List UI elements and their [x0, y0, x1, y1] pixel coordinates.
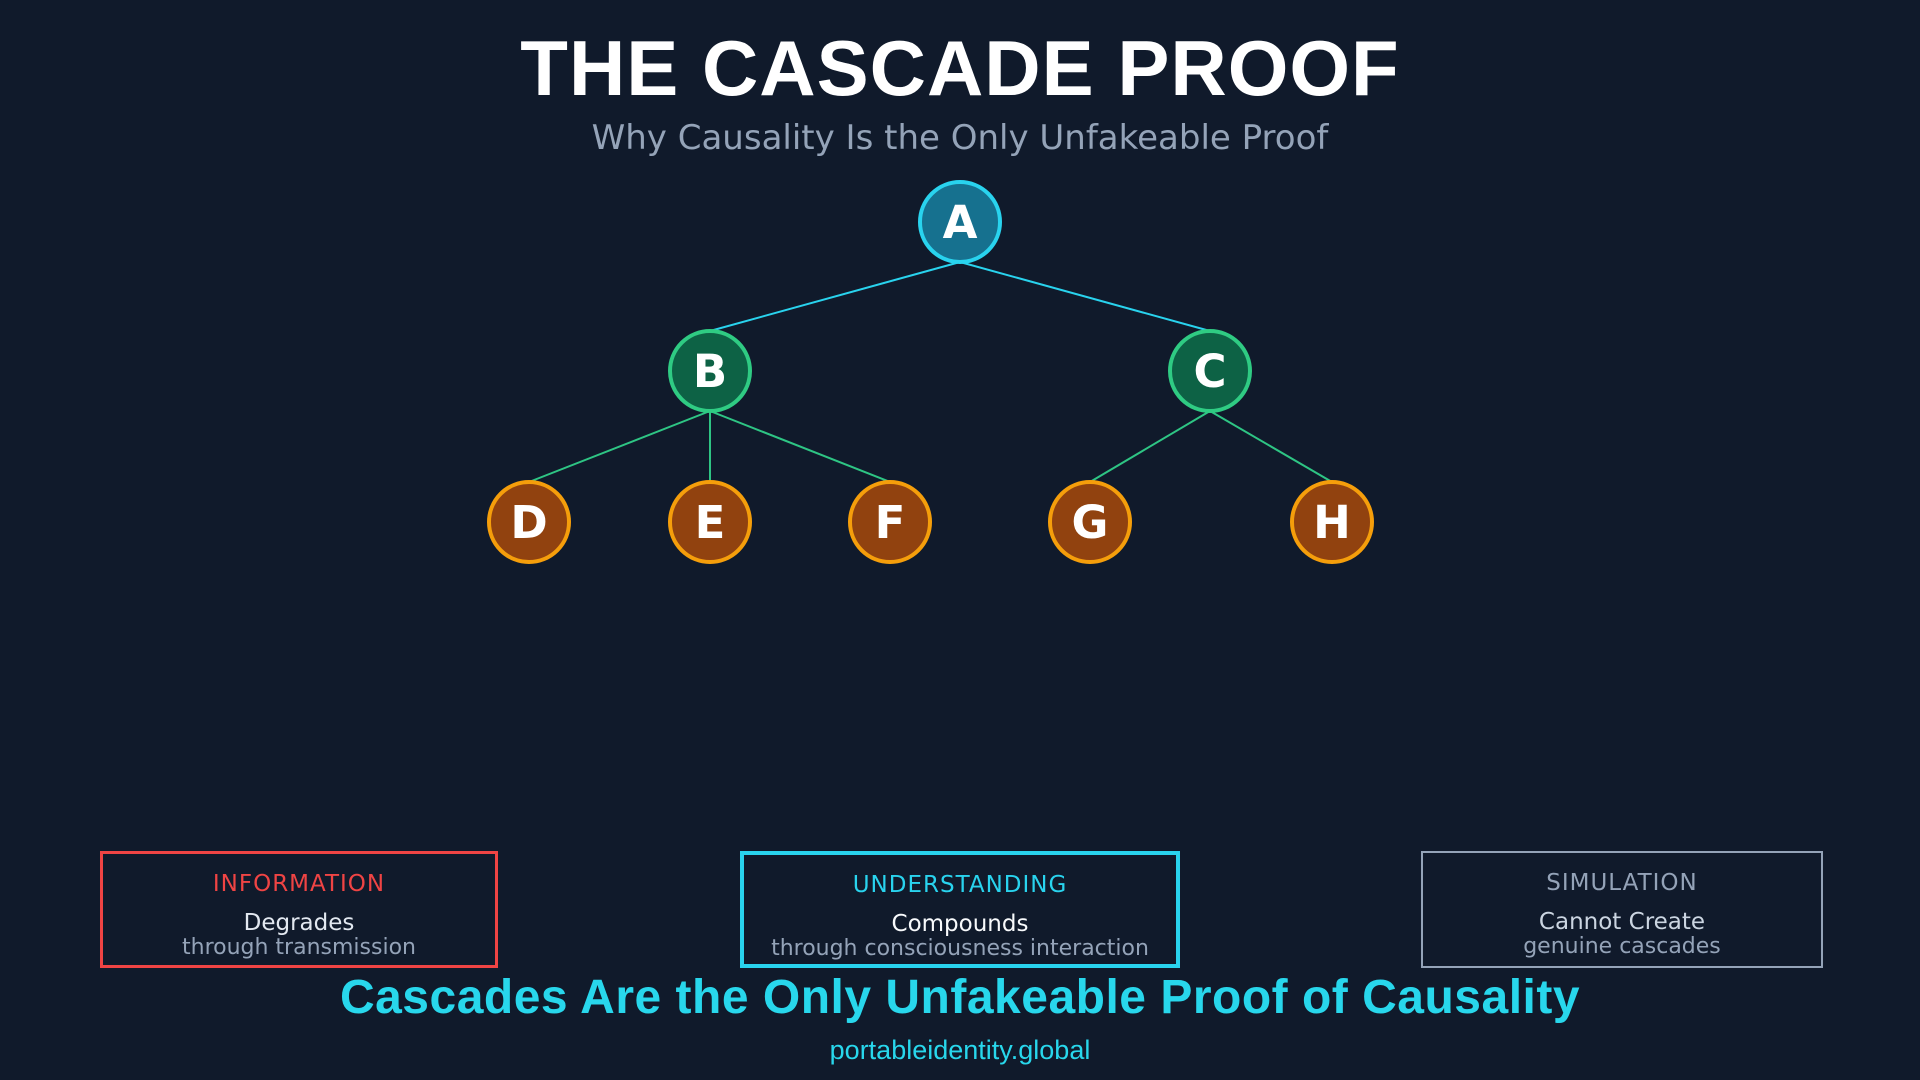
card-simulation-line1: Cannot Create	[1538, 909, 1706, 935]
tree-node-F-label: F	[875, 496, 906, 549]
card-understanding-title: UNDERSTANDING	[852, 872, 1068, 898]
tree-node-A: A	[918, 180, 1002, 264]
tree-node-C: C	[1168, 329, 1252, 413]
card-information-line1: Degrades	[243, 910, 355, 936]
tree-node-A-label: A	[943, 196, 978, 249]
edge-C-G	[1089, 410, 1211, 483]
tree-node-E: E	[668, 480, 752, 564]
card-simulation-title: SIMULATION	[1546, 870, 1698, 896]
tree-node-B: B	[668, 329, 752, 413]
card-understanding-line2: through consciousness interaction	[771, 936, 1149, 961]
tree-node-G: G	[1048, 480, 1132, 564]
website-url: portableidentity.global	[829, 1035, 1091, 1065]
tree-node-E-label: E	[695, 496, 726, 549]
edge-B-F	[709, 410, 891, 483]
tree-node-H-label: H	[1313, 496, 1351, 549]
headline: Cascades Are the Only Unfakeable Proof o…	[339, 971, 1581, 1024]
card-simulation: SIMULATION Cannot Create genuine cascade…	[1421, 851, 1823, 968]
tree-node-D-label: D	[510, 496, 547, 549]
card-simulation-line2: genuine cascades	[1523, 934, 1721, 959]
tree-node-H: H	[1290, 480, 1374, 564]
edge-B-D	[528, 410, 711, 483]
page-title: THE CASCADE PROOF	[520, 24, 1400, 112]
edge-C-H	[1209, 410, 1333, 483]
edge-A-B	[709, 261, 961, 332]
card-understanding-line1: Compounds	[891, 911, 1029, 937]
tree-node-C-label: C	[1193, 345, 1226, 398]
page-subtitle: Why Causality Is the Only Unfakeable Pro…	[591, 118, 1329, 158]
card-information-title: INFORMATION	[212, 871, 386, 897]
card-information-line2: through transmission	[182, 935, 416, 960]
tree-node-G-label: G	[1072, 496, 1109, 549]
edge-A-C	[959, 261, 1211, 332]
tree-node-F: F	[848, 480, 932, 564]
tree-node-B-label: B	[693, 345, 727, 398]
card-information: INFORMATION Degrades through transmissio…	[100, 851, 498, 968]
card-understanding: UNDERSTANDING Compounds through consciou…	[740, 851, 1180, 968]
tree-node-D: D	[487, 480, 571, 564]
